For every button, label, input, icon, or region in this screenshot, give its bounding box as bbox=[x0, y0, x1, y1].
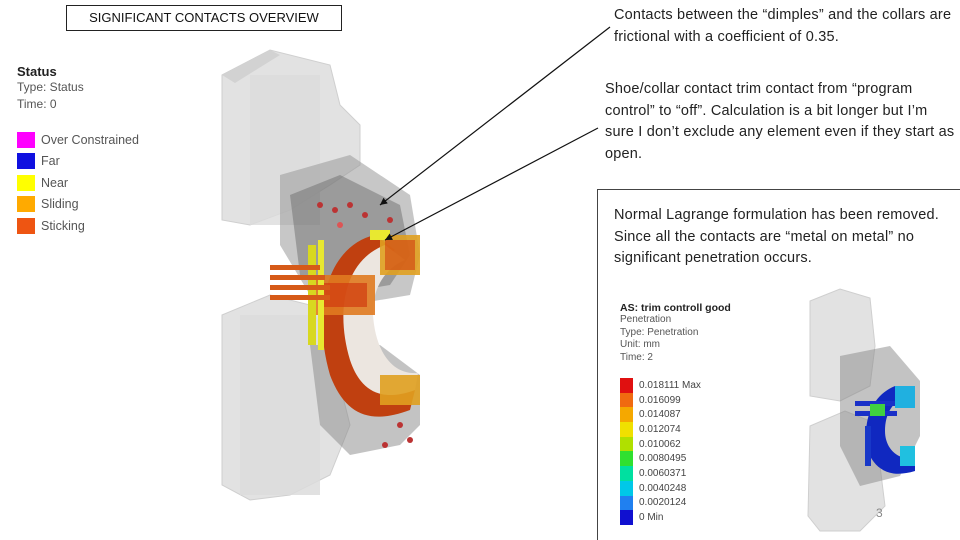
legend-time: Time: 0 bbox=[17, 97, 57, 111]
page-number: 3 bbox=[876, 506, 883, 520]
scale-row: 0.0080495 bbox=[620, 451, 790, 467]
arrow-dimples bbox=[379, 26, 611, 206]
penetration-legend-unit: Unit: mm bbox=[620, 339, 660, 350]
contact-status-model bbox=[221, 49, 420, 501]
scale-row: 0 Min bbox=[620, 510, 790, 525]
scale-row: 0.016099 bbox=[620, 392, 790, 408]
scale-row: 0.014087 bbox=[620, 407, 790, 423]
scale-row: 0.012074 bbox=[620, 422, 790, 437]
slide-title: SIGNIFICANT CONTACTS OVERVIEW bbox=[66, 5, 342, 31]
status-legend: Status Type: Status Time: 0 Over Constra… bbox=[17, 64, 197, 237]
note-trim-contact: Shoe/collar contact trim contact from “p… bbox=[605, 81, 955, 162]
penetration-model bbox=[807, 288, 920, 532]
swatch-sticking bbox=[17, 217, 35, 234]
penetration-legend-type: Type: Penetration bbox=[620, 326, 699, 338]
penetration-panel bbox=[597, 189, 960, 540]
legend-title: Status bbox=[17, 64, 57, 79]
scale-row: 0.018111 Max bbox=[620, 378, 790, 393]
penetration-legend-result: Penetration bbox=[620, 314, 672, 325]
penetration-legend-title: AS: trim controll good bbox=[620, 302, 731, 314]
legend-item-far: Far bbox=[17, 151, 197, 173]
note-lagrange: Normal Lagrange formulation has been rem… bbox=[614, 207, 939, 266]
swatch-sliding bbox=[17, 196, 35, 213]
swatch-far bbox=[17, 153, 35, 170]
penetration-color-scale: 0.018111 Max 0.016099 0.014087 0.012074 … bbox=[620, 378, 790, 525]
penetration-legend: AS: trim controll good Penetration Type:… bbox=[620, 302, 790, 525]
legend-item-sliding: Sliding bbox=[17, 194, 197, 216]
swatch-over-constrained bbox=[17, 131, 35, 148]
penetration-legend-time: Time: 2 bbox=[620, 351, 653, 363]
legend-type: Type: Status bbox=[17, 80, 84, 94]
scale-row: 0.0020124 bbox=[620, 495, 790, 511]
scale-row: 0.0040248 bbox=[620, 480, 790, 496]
legend-item-sticking: Sticking bbox=[17, 215, 197, 237]
swatch-near bbox=[17, 174, 35, 191]
arrow-shoe-collar bbox=[384, 127, 599, 241]
scale-row: 0.010062 bbox=[620, 436, 790, 452]
scale-row: 0.0060371 bbox=[620, 466, 790, 481]
legend-item-near: Near bbox=[17, 172, 197, 194]
note-friction: Contacts between the “dimples” and the c… bbox=[614, 7, 952, 45]
legend-item-over-constrained: Over Constrained bbox=[17, 129, 197, 151]
